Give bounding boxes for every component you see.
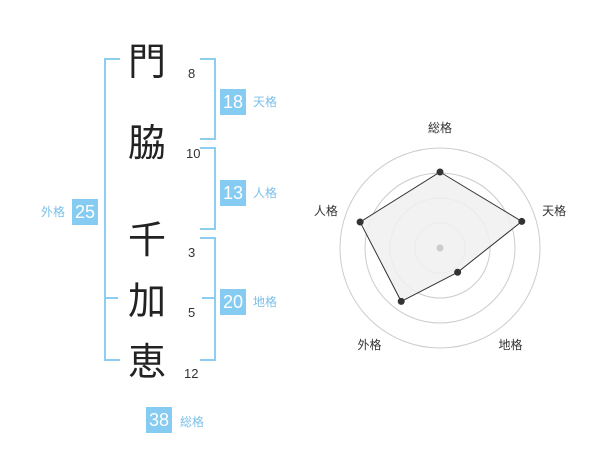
gaikaku-score: 25 — [72, 199, 98, 225]
radar-point-4 — [397, 297, 405, 305]
stroke-count-2: 10 — [186, 146, 201, 161]
radar-point-2 — [518, 217, 526, 225]
gaikaku-label: 外格 — [41, 205, 66, 219]
radar-point-1 — [436, 168, 444, 176]
jinkaku-score: 13 — [220, 180, 246, 206]
name-char-5: 恵 — [127, 340, 166, 384]
chikaku-bracket — [200, 237, 216, 361]
radar-area — [359, 171, 523, 303]
chikaku-bracket-split — [202, 297, 216, 299]
radar-center-dot — [436, 244, 444, 252]
chikaku-label: 地格 — [253, 295, 278, 309]
radar-ring — [339, 147, 541, 349]
stroke-count-3: 3 — [188, 245, 196, 260]
tenkaku-bracket — [200, 58, 216, 140]
radar-axis-label-1: 総格 — [428, 120, 452, 135]
name-char-2: 脇 — [127, 121, 166, 165]
radar-axis-label-5: 人格 — [314, 203, 338, 218]
name-char-3: 千 — [127, 218, 166, 262]
radar-axis-label-4: 外格 — [357, 337, 381, 352]
gaikaku-bracket — [104, 58, 120, 361]
chikaku-score: 20 — [220, 289, 246, 315]
radar-point-3 — [454, 268, 462, 276]
stroke-count-4: 5 — [188, 305, 196, 320]
soukaku-label: 総格 — [180, 415, 205, 429]
radar-point-5 — [356, 218, 364, 226]
name-char-1: 門 — [127, 40, 166, 84]
radar-axis-label-2: 天格 — [542, 203, 566, 218]
name-char-4: 加 — [127, 279, 166, 323]
gaikaku-bracket-split — [104, 297, 118, 299]
jinkaku-bracket — [200, 147, 216, 230]
stroke-count-1: 8 — [188, 66, 196, 81]
tenkaku-score: 18 — [220, 89, 246, 115]
jinkaku-label: 人格 — [253, 186, 278, 200]
tenkaku-label: 天格 — [253, 95, 278, 109]
stroke-count-5: 12 — [184, 366, 199, 381]
soukaku-score: 38 — [146, 407, 172, 433]
radar-axis-label-3: 地格 — [499, 337, 523, 352]
